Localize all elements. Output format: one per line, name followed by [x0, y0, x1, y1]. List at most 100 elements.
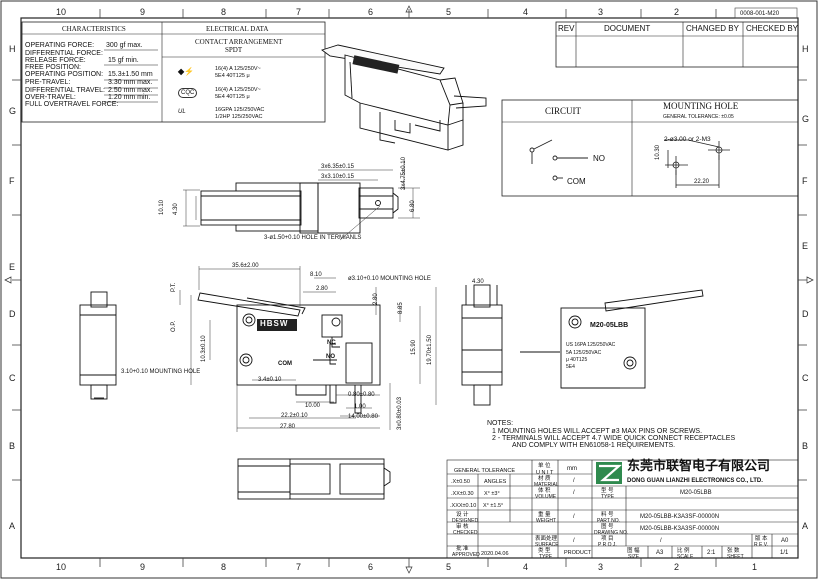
- top-dim-d4: 10.10: [159, 199, 165, 215]
- tb-project-cn: 项 目: [601, 536, 614, 542]
- front-dim-10-3: 10.3±0.10: [201, 335, 207, 362]
- front-dim-19-70: 19.70±1.50: [427, 335, 433, 365]
- tb-scale-en: SCALE: [677, 554, 694, 560]
- tb-size-val: A3: [656, 550, 664, 556]
- zone-col-7-top: 7: [296, 7, 302, 17]
- front-dim-3x0-80: 3x0.80±0.03: [397, 397, 403, 430]
- zone-row-g-left: G: [9, 106, 17, 116]
- char-label-8: FULL OVERTRAVEL FORCE:: [25, 101, 119, 108]
- tb-design-cn: 设 计: [456, 512, 469, 518]
- zone-col-5-bottom: 5: [446, 562, 452, 572]
- front-dim-8-85: 8.85: [398, 302, 404, 314]
- zone-col-7-bottom: 7: [296, 562, 302, 572]
- tb-approve-en: APPROVED: [452, 552, 480, 558]
- top-dim-d3: 3x4.75±0.10: [401, 157, 407, 190]
- mounting-hole-note: 2-ø3.00 or 2-M3: [664, 136, 711, 143]
- tb-drawing-en: DRAWING NO.: [594, 530, 629, 536]
- tb-project-val: /: [660, 538, 662, 544]
- zone-row-e-right: E: [802, 241, 809, 251]
- rating-cqc-line2: 5E4 40T125 μ: [215, 94, 250, 100]
- rev-header-document: DOCUMENT: [604, 24, 651, 33]
- char-value-4: 15.3±1.50 mm: [108, 71, 153, 78]
- tb-partno-val: M20-05LBB-K3A3SF-00000N: [640, 514, 720, 520]
- char-label-1: DIFFERENTIAL FORCE:: [25, 50, 103, 57]
- zone-col-8-top: 8: [221, 7, 227, 17]
- tb-rev-val: A0: [781, 538, 789, 544]
- char-label-4: OPERATING POSITION:: [25, 71, 104, 78]
- front-dim-15-90: 15.90: [411, 339, 417, 355]
- tb-tol-b0: ANGLES: [484, 479, 507, 485]
- char-label-3: FREE POSITION:: [25, 64, 82, 71]
- characteristics-header: CHARACTERISTICS: [62, 25, 126, 33]
- circuit-title: CIRCUIT: [545, 106, 581, 116]
- front-dim-3-4: 3.4±0.10: [258, 377, 282, 383]
- zone-row-e-left: E: [9, 262, 16, 272]
- tb-material-en: MATERIAL: [534, 482, 559, 488]
- tb-check-en: CHECKED: [453, 530, 478, 536]
- rating-enec-line1: 16(4) A 125/250V~: [215, 66, 261, 72]
- tb-check-cn: 审 核: [456, 524, 469, 530]
- tb-general-tolerance: GENERAL TOLERANCE: [454, 468, 516, 474]
- tb-scale-val: 2:1: [707, 550, 716, 556]
- drawing-number-corner: 0008-001-M20: [740, 11, 780, 17]
- top-dim-d6: 6.80: [410, 200, 416, 212]
- char-value-7: 1.20 mm min.: [108, 94, 151, 101]
- front-no-label: NO: [326, 354, 335, 360]
- char-label-7: OVER-TRAVEL:: [25, 94, 76, 101]
- zone-row-a-left: A: [9, 521, 16, 531]
- tb-sheet-en: SHEET: [727, 554, 744, 560]
- label-line2: 5A 125/250VAC: [566, 350, 602, 356]
- zone-col-3-top: 3: [598, 7, 604, 17]
- notes-title: NOTES:: [487, 420, 514, 427]
- char-label-0: OPERATING FORCE:: [25, 42, 95, 49]
- tb-rev-cn: 版 本: [755, 536, 768, 542]
- rating-ul-line2: 1/2HP 125/250VAC: [215, 114, 263, 120]
- tb-tol-b2: X° ±1.5°: [483, 503, 504, 509]
- zone-col-1-bottom: 1: [752, 562, 758, 572]
- zone-row-c-left: C: [9, 373, 16, 383]
- rating-enec-line2: 5E4 40T125 μ: [215, 73, 250, 79]
- tb-drawing-val: M20-05LBB-K3A3SF-00000N: [640, 526, 720, 532]
- top-view-note: 3-ø1.50+0.10 HOLE IN TERMIANLS: [264, 235, 362, 241]
- front-brand-logo: HBSW: [260, 319, 289, 328]
- tb-partno-en: PART NO.: [597, 518, 621, 524]
- mounting-hole-tolerance: GENERAL TOLERANCE: ±0.05: [663, 114, 734, 120]
- notes-line-2: 2 - TERMINALS WILL ACCEPT 4.7 WIDE QUICK…: [492, 435, 736, 442]
- label-line4: 5E4: [566, 364, 575, 370]
- tb-weight-cn: 重 量: [538, 512, 551, 518]
- tb-material-val: /: [573, 478, 575, 484]
- label-model: M20-05LBB: [590, 322, 629, 329]
- electrical-data-header: ELECTRICAL DATA: [206, 25, 269, 33]
- ul-mark-icon: UL: [178, 109, 186, 115]
- tb-model-val: M20-05LBB: [680, 490, 712, 496]
- tb-type-cn: 类 型: [538, 548, 551, 554]
- front-mount-hole-left: 3.10+0.10 MOUNTING HOLE: [121, 369, 201, 375]
- cqc-mark-icon: CQC: [178, 88, 198, 98]
- front-op-label: O.P.: [171, 320, 177, 332]
- tb-approve-cn: 批 准: [456, 546, 469, 552]
- front-dim-10: 10.00: [305, 403, 321, 409]
- zone-row-h-right: H: [802, 44, 809, 54]
- zone-row-a-right: A: [802, 521, 809, 531]
- zone-row-d-right: D: [802, 309, 809, 319]
- zone-col-6-bottom: 6: [368, 562, 374, 572]
- tb-unit-en: U N I T: [536, 470, 554, 476]
- zone-row-f-right: F: [802, 176, 808, 186]
- tb-project-en: P R O J.: [598, 542, 617, 548]
- tb-sheet-cn: 张 数: [727, 548, 740, 554]
- tb-volume-cn: 体 积: [538, 488, 551, 494]
- front-nc-label: NC: [327, 340, 336, 346]
- zone-row-g-right: G: [802, 114, 810, 124]
- zone-row-b-left: B: [9, 441, 16, 451]
- tb-scale-cn: 比 例: [677, 548, 690, 554]
- tb-model-cn: 型 号: [601, 488, 614, 494]
- tb-tol-a2: .XXX±0.10: [450, 503, 477, 509]
- circuit-com-label: COM: [567, 177, 586, 186]
- contact-arrangement-label: CONTACT ARRANGEMENT: [195, 38, 283, 46]
- zone-col-8-bottom: 8: [221, 562, 227, 572]
- zone-row-h-left: H: [9, 44, 16, 54]
- tb-model-en: TYPE: [601, 494, 615, 500]
- front-mount-hole-top: ø3.10+0.10 MOUNTING HOLE: [348, 276, 431, 282]
- tb-size-cn: 图 幅: [627, 548, 640, 554]
- tb-sheet-val: 1/1: [780, 550, 789, 556]
